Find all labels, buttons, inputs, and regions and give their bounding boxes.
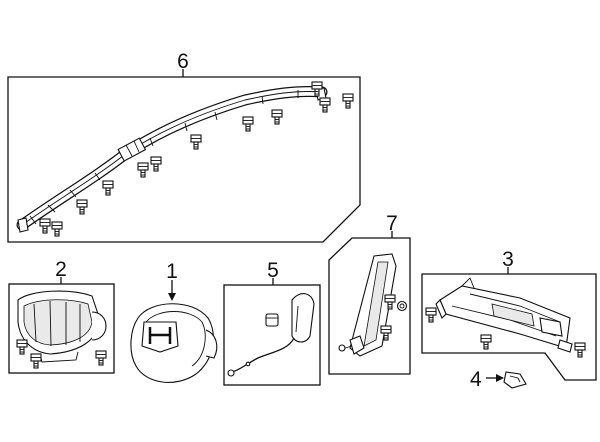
callout-6: 6 — [177, 50, 189, 73]
callout-4-arrowhead — [496, 374, 504, 382]
passenger-airbag-module — [17, 290, 107, 363]
bolt-icon — [319, 97, 331, 113]
callout-5: 5 — [267, 259, 279, 282]
clip-icon — [503, 371, 527, 389]
part-4-clip[interactable]: 4 — [470, 368, 527, 391]
knee-airbag-module — [227, 293, 315, 377]
bolt-icon — [342, 93, 354, 109]
bolt-icon — [102, 180, 114, 196]
group-7-frame — [328, 237, 411, 375]
bolt-icon — [30, 353, 42, 369]
bolt-icon — [425, 307, 437, 323]
bolt-icon — [242, 116, 254, 132]
clip-icon — [396, 300, 408, 312]
bolt-icon — [51, 221, 63, 237]
group-5-knee-airbag[interactable]: 5 — [223, 259, 321, 386]
bolt-icon — [76, 199, 88, 215]
callout-1: 1 — [166, 260, 178, 283]
callout-7: 7 — [386, 212, 398, 235]
bolt-icon — [271, 109, 283, 125]
group-6-frame — [7, 76, 361, 243]
airbag-bracket-assembly — [435, 277, 573, 353]
group-6-curtain-airbag[interactable]: 6 — [7, 50, 361, 243]
callout-3: 3 — [502, 248, 514, 271]
bolt-icon — [16, 339, 28, 355]
group-2-passenger-airbag[interactable]: 2 — [8, 258, 115, 374]
bolt-icon — [150, 156, 162, 172]
callout-2: 2 — [55, 258, 67, 281]
bolt-icon — [190, 134, 202, 150]
callout-4: 4 — [470, 368, 482, 391]
bolt-icon — [39, 218, 51, 234]
group-7-side-airbag[interactable]: 7 — [328, 212, 411, 375]
bolt-icon — [137, 162, 149, 178]
bolt-icon — [95, 350, 107, 366]
emblem-icon — [141, 321, 179, 353]
group-5-frame — [223, 284, 321, 386]
group-3-frame — [421, 273, 597, 381]
bolt-icon — [480, 334, 492, 350]
callout-1-arrowhead — [168, 293, 176, 301]
group-3-airbag-bracket[interactable]: 3 — [421, 248, 597, 381]
group-1-driver-airbag[interactable]: 1 — [130, 260, 218, 383]
bolt-icon — [574, 342, 586, 358]
clip-icon — [265, 313, 279, 327]
